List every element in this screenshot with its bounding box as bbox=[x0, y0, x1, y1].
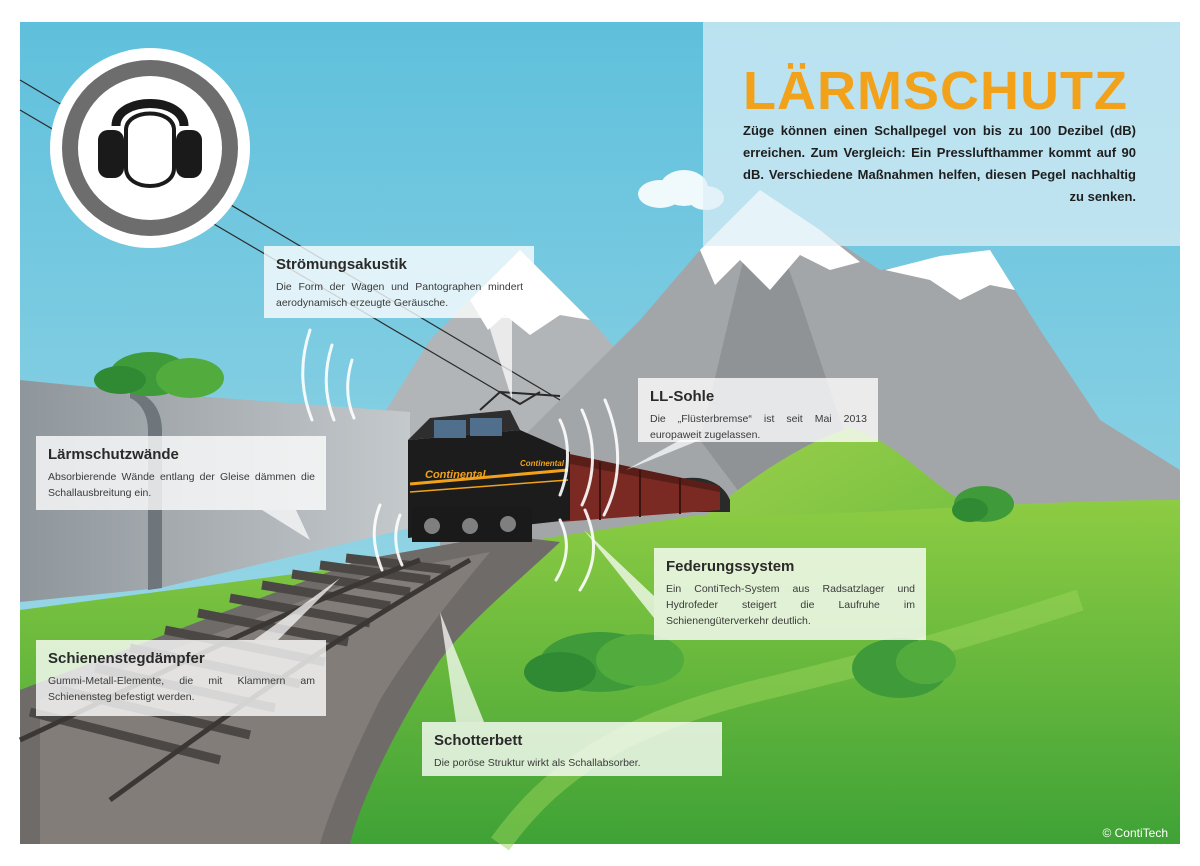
callout-text: Die Form der Wagen und Pantographen mind… bbox=[276, 281, 523, 309]
callout-title: Schienenstegdämpfer bbox=[48, 650, 205, 667]
callout-federungssystem: Federungssystem Ein ContiTech-System aus… bbox=[654, 548, 926, 640]
copyright-notice: © ContiTech bbox=[1102, 826, 1168, 840]
callout-text: Die poröse Struktur wirkt als Schallabso… bbox=[434, 757, 641, 769]
title-panel: LÄRMSCHUTZ Züge können einen Schallpegel… bbox=[703, 22, 1180, 246]
callout-title: Federungssystem bbox=[666, 558, 795, 575]
callout-ll-sohle: LL-Sohle Die „Flüsterbremse“ ist seit Ma… bbox=[638, 378, 878, 442]
intro-text: Züge können einen Schallpegel von bis zu… bbox=[743, 123, 1136, 204]
callout-laermschutzwaende: Lärmschutzwände Absorbierende Wände entl… bbox=[36, 436, 326, 510]
freight-wagons bbox=[560, 452, 730, 522]
callout-title: Lärmschutzwände bbox=[48, 446, 179, 463]
callout-pointers bbox=[254, 316, 700, 722]
snow-cap-right bbox=[885, 250, 1015, 300]
locomotive-brand-label: Continental bbox=[425, 469, 486, 481]
callout-schienenstegdaempfer: Schienenstegdämpfer Gummi-Metall-Element… bbox=[36, 640, 326, 716]
locomotive-brand-label-side: Continental bbox=[520, 459, 565, 468]
callout-stroemungsakustik: Strömungsakustik Die Form der Wagen und … bbox=[264, 246, 534, 318]
sound-wave-lines bbox=[301, 328, 620, 592]
ear-protection-sign-icon bbox=[50, 48, 250, 248]
bush bbox=[952, 486, 1014, 522]
callout-title: Strömungsakustik bbox=[276, 256, 407, 273]
locomotive: Continental Continental bbox=[408, 390, 570, 542]
callout-text: Ein ContiTech-System aus Radsatzlager un… bbox=[666, 583, 915, 627]
callout-title: LL-Sohle bbox=[650, 388, 715, 405]
callout-schotterbett: Schotterbett Die poröse Struktur wirkt a… bbox=[422, 722, 722, 776]
callout-text: Die „Flüsterbremse“ ist seit Mai 2013 eu… bbox=[650, 413, 867, 441]
page-title: LÄRMSCHUTZ bbox=[743, 61, 1128, 121]
callout-text: Absorbierende Wände entlang der Gleise d… bbox=[48, 471, 315, 499]
callout-text: Gummi-Metall-Elemente, die mit Klammern … bbox=[48, 675, 315, 703]
bush bbox=[852, 638, 956, 698]
bush bbox=[524, 632, 684, 692]
bush bbox=[94, 352, 224, 398]
callout-title: Schotterbett bbox=[434, 732, 523, 749]
